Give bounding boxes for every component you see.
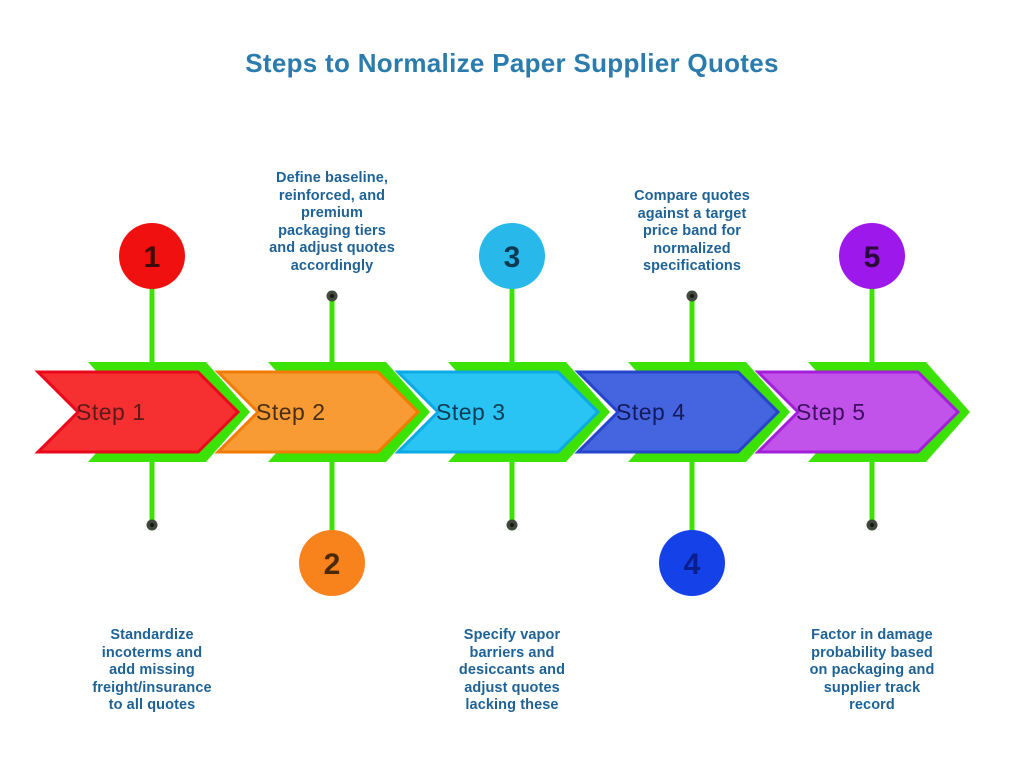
connector-dot-center <box>690 294 694 298</box>
step-number-circles: 1 2 3 4 5 <box>119 223 905 596</box>
step-arrow-step2 <box>214 370 421 454</box>
step-number-1: 1 <box>144 241 161 274</box>
step-number-5: 5 <box>864 241 881 274</box>
page-title: Steps to Normalize Paper Supplier Quotes <box>245 48 779 78</box>
step-label-step1: Step 1 <box>76 399 146 425</box>
step-label-step5: Step 5 <box>796 399 866 425</box>
step-description-step5: Factor in damage probability based on pa… <box>809 627 935 713</box>
connector-dot-center <box>150 523 154 527</box>
step-number-3: 3 <box>504 241 521 274</box>
step-number-circle-2 <box>299 530 365 596</box>
connector-dot-center <box>510 523 514 527</box>
step-number-circle-4 <box>659 530 725 596</box>
step-number-circle-3 <box>479 223 545 289</box>
chevron-band <box>34 362 970 462</box>
step-arrow-step3 <box>394 370 601 454</box>
step-number-4: 4 <box>684 548 701 581</box>
step-label-step3: Step 3 <box>436 399 506 425</box>
step-description-step2: Define baseline, reinforced, and premium… <box>269 170 395 274</box>
step-label-step4: Step 4 <box>616 399 686 425</box>
step-arrow-step1 <box>34 370 241 454</box>
step-description-step1: Standardize incoterms and add missing fr… <box>92 627 212 713</box>
connector-dot-center <box>870 523 874 527</box>
step-description-step3: Specify vapor barriers and desiccants an… <box>458 627 566 713</box>
step-description-step4: Compare quotes against a target price ba… <box>634 188 750 274</box>
step-label-step2: Step 2 <box>256 399 326 425</box>
connector-dots <box>146 290 878 531</box>
connector-dot-center <box>330 294 334 298</box>
step-arrow-step4 <box>574 370 781 454</box>
step-number-2: 2 <box>324 548 341 581</box>
step-number-circle-5 <box>839 223 905 289</box>
step-arrow-step5 <box>754 370 961 454</box>
step-number-circle-1 <box>119 223 185 289</box>
arrow-labels: Step 1 Step 2 Step 3 Step 4 Step 5 <box>76 399 866 425</box>
